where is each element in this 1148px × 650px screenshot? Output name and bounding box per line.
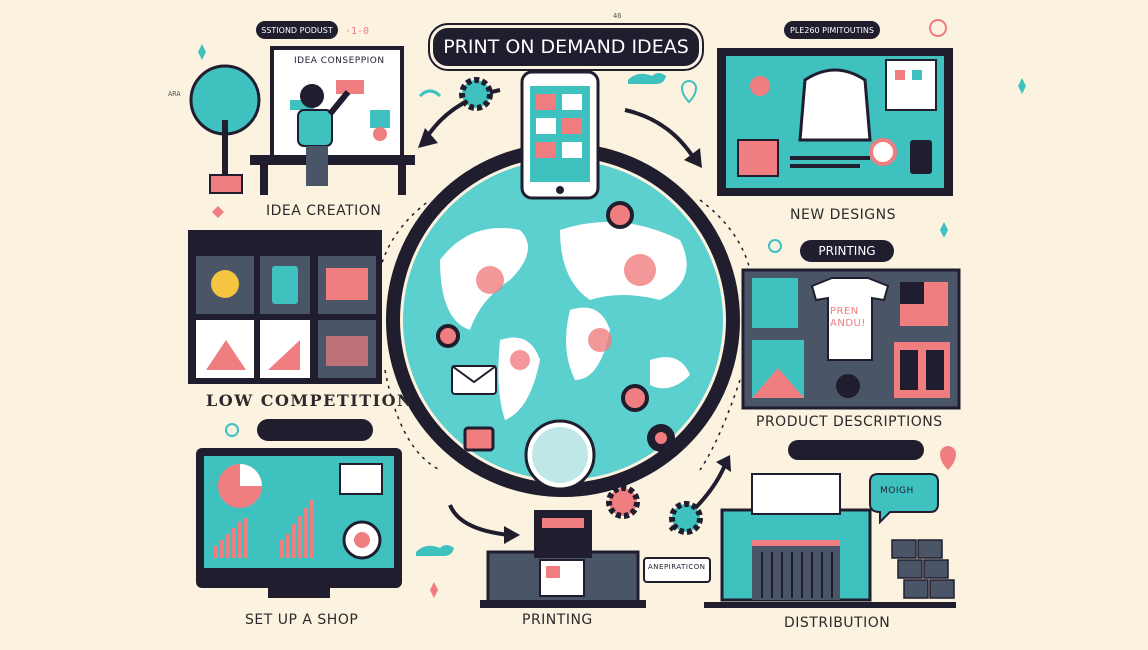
idea-board-text: IDEA CONSEPPION bbox=[294, 56, 385, 66]
globe-marker bbox=[436, 324, 460, 348]
cloud-icon bbox=[628, 73, 666, 84]
clipboard-icon bbox=[885, 59, 937, 111]
printing-machine-illustration bbox=[480, 510, 646, 608]
tag-top-right: PLE260 PIMITOUTINS bbox=[784, 21, 880, 39]
continent-australia bbox=[650, 357, 690, 389]
label-set-up-a-shop: SET UP A SHOP bbox=[245, 612, 359, 628]
label-new-designs: NEW DESIGNS bbox=[790, 207, 896, 223]
dashed-connectors bbox=[379, 199, 751, 471]
lightbulb-icon bbox=[211, 270, 239, 298]
continent-africa bbox=[566, 307, 610, 380]
central-globe bbox=[386, 143, 740, 497]
low-label-bar bbox=[257, 419, 373, 441]
low-competition-illustration bbox=[188, 230, 382, 384]
set-up-shop-illustration bbox=[196, 448, 402, 598]
side-text-left: ARA bbox=[168, 90, 181, 98]
speech-bubble-text: MOIGH bbox=[880, 486, 914, 496]
cloud-icon bbox=[416, 545, 454, 556]
globe-dot bbox=[588, 328, 612, 352]
desk bbox=[250, 155, 415, 165]
page-number: 46 bbox=[613, 12, 622, 20]
label-printing: PRINTING bbox=[522, 612, 593, 628]
tag-printing-right: PRINTING bbox=[800, 240, 894, 262]
tshirt-icon bbox=[810, 277, 890, 361]
page-title: PRINT ON DEMAND IDEAS bbox=[430, 25, 702, 69]
bar-chart-icon bbox=[214, 500, 314, 558]
label-product-descriptions: PRODUCT DESCRIPTIONS bbox=[756, 414, 943, 430]
globe-dot bbox=[624, 254, 656, 286]
gear-icon bbox=[459, 77, 493, 111]
location-pin-icon bbox=[940, 446, 956, 470]
ring-icon bbox=[929, 19, 947, 37]
gear-icon bbox=[606, 485, 640, 519]
globe-dot bbox=[510, 350, 530, 370]
plant-pot bbox=[209, 174, 243, 194]
arrow-to-printing bbox=[448, 504, 511, 537]
sparkle-icon bbox=[198, 44, 206, 60]
label-low-competition: LOW COMPETITION bbox=[206, 391, 414, 410]
label-distribution: DISTRIBUTION bbox=[784, 615, 891, 631]
ring-icon bbox=[768, 239, 782, 253]
printing-sign bbox=[643, 557, 711, 583]
smartphone-icon bbox=[520, 70, 600, 200]
label-idea-creation: IDEA CREATION bbox=[266, 203, 382, 219]
sparkle-icon bbox=[212, 206, 224, 218]
globe-marker bbox=[621, 384, 649, 412]
speech-bubble bbox=[869, 473, 939, 525]
sparkle-icon bbox=[940, 222, 948, 238]
gear-icon bbox=[669, 501, 703, 535]
sparkle-icon bbox=[1018, 78, 1026, 94]
distribution-printer-illustration bbox=[704, 473, 956, 608]
tag-top-left-suffix: ·1-0 bbox=[345, 26, 370, 37]
wifi-icon bbox=[418, 89, 442, 98]
product-label-bar bbox=[788, 440, 924, 460]
globe-dot bbox=[476, 266, 504, 294]
sparkle-icon bbox=[430, 582, 438, 598]
continent-eurasia bbox=[560, 222, 687, 300]
gift-box-icon bbox=[737, 139, 779, 177]
lightbulb-icon bbox=[750, 76, 770, 96]
new-designs-illustration bbox=[717, 48, 953, 196]
globe-marker bbox=[606, 201, 634, 229]
globe-box bbox=[463, 426, 495, 452]
tag-top-left: SSTIOND PODUST bbox=[256, 21, 338, 39]
idea-creation-illustration bbox=[189, 46, 415, 195]
person-head bbox=[300, 84, 324, 108]
stacked-boxes bbox=[891, 539, 955, 599]
arrow-to-idea bbox=[423, 88, 501, 142]
flow-arrows bbox=[423, 88, 727, 537]
tshirt-text: PREN ANDU! bbox=[830, 306, 866, 329]
product-descriptions-illustration bbox=[741, 268, 961, 410]
ring-icon bbox=[225, 423, 239, 437]
person-body bbox=[297, 109, 333, 147]
location-pin-icon bbox=[680, 80, 698, 104]
printing-sign-text: ANEPIRATICON bbox=[648, 563, 706, 571]
arrow-to-designs bbox=[624, 108, 697, 162]
hoodie-icon bbox=[798, 68, 872, 142]
